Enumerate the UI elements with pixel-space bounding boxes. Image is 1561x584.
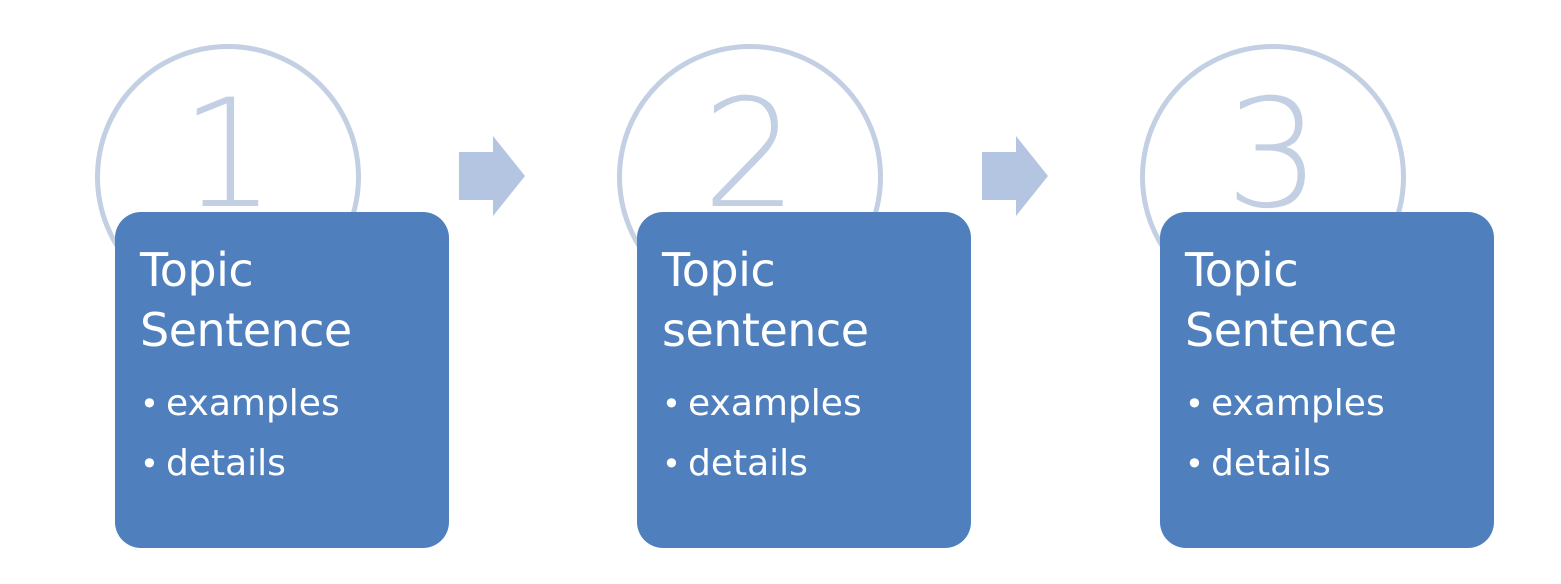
bullet-icon: • [1185,385,1204,423]
bullet-text: details [1211,443,1331,484]
bullet-list: •examples •details [1185,374,1494,494]
bullet-item: •examples [140,374,449,434]
step-number: 1 [180,68,276,242]
card-title: Topic sentence [662,240,971,360]
card-title: Topic Sentence [140,240,449,360]
bullet-item: •details [662,434,971,494]
bullet-item: •examples [1185,374,1494,434]
step-number: 2 [702,68,798,242]
bullet-text: details [166,443,286,484]
step-card: Topic Sentence •examples •details [1160,212,1494,548]
card-title: Topic Sentence [1185,240,1494,360]
step-1: 1 Topic Sentence •examples •details [95,0,455,584]
card-title-line-1: Topic [662,243,776,297]
card-title-line-2: Sentence [1185,303,1397,357]
right-arrow-icon [459,136,525,216]
card-title-line-2: sentence [662,303,869,357]
bullet-icon: • [140,445,159,483]
bullet-text: examples [1211,383,1385,424]
step-card: Topic sentence •examples •details [637,212,971,548]
right-arrow-icon [982,136,1048,216]
bullet-icon: • [662,385,681,423]
bullet-text: details [688,443,808,484]
card-title-line-1: Topic [1185,243,1299,297]
card-title-line-2: Sentence [140,303,352,357]
bullet-item: •details [140,434,449,494]
step-2: 2 Topic sentence •examples •details [617,0,977,584]
step-number: 3 [1225,68,1321,242]
bullet-icon: • [140,385,159,423]
bullet-text: examples [688,383,862,424]
bullet-list: •examples •details [662,374,971,494]
bullet-icon: • [662,445,681,483]
step-3: 3 Topic Sentence •examples •details [1140,0,1500,584]
bullet-list: •examples •details [140,374,449,494]
card-title-line-1: Topic [140,243,254,297]
bullet-text: examples [166,383,340,424]
bullet-item: •details [1185,434,1494,494]
bullet-item: •examples [662,374,971,434]
step-card: Topic Sentence •examples •details [115,212,449,548]
bullet-icon: • [1185,445,1204,483]
